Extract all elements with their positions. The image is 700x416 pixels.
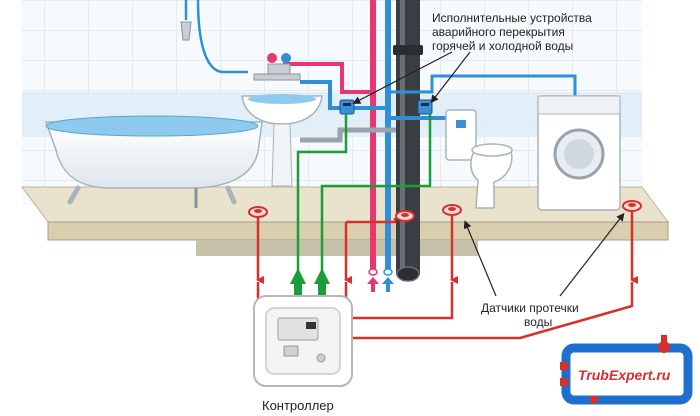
logo-text: TrubExpert.ru	[578, 367, 671, 383]
shutoff-valve-left	[339, 99, 355, 115]
floor-underside	[196, 240, 478, 256]
cold-water-riser	[385, 0, 391, 272]
sensor-callout-pointers	[463, 212, 625, 297]
hot-riser-end	[368, 268, 378, 276]
sensor-wire-3-return	[352, 282, 454, 320]
cold-pipe-to-washer	[391, 74, 577, 96]
hot-water-riser	[370, 0, 376, 272]
bathtub	[44, 115, 263, 208]
washbasin	[241, 53, 323, 187]
leak-sensor-2	[395, 210, 415, 222]
drain-branch-pipe	[300, 127, 396, 143]
drain-pipe-end	[396, 266, 420, 282]
shutoff-label-line3: горячей и холодной воды	[432, 39, 573, 53]
shutoff-label-line1: Исполнительные устройства	[432, 11, 592, 25]
cold-flow-arrow	[382, 277, 394, 292]
drain-pipe-highlight	[400, 0, 405, 275]
shower-hose	[184, 0, 248, 74]
shutoff-label-line2: аварийного перекрытия	[432, 25, 565, 39]
leak-sensor-3	[442, 204, 462, 216]
control-arrow-left	[290, 268, 306, 300]
sensors-label-line1: Датчики протечки	[481, 301, 579, 315]
washing-machine	[537, 95, 621, 211]
shutoff-callout-pointers	[352, 51, 471, 104]
drain-pipe-joint	[393, 45, 423, 55]
floor-slab	[47, 221, 669, 241]
control-wire-left	[296, 114, 348, 300]
sensors-label-line2: воды	[524, 315, 552, 329]
trubexpert-logo: TrubExpert.ru	[560, 335, 693, 405]
cold-distribution-pipe	[300, 80, 385, 110]
shutoff-valve-right	[417, 99, 433, 115]
drain-pipe	[396, 0, 420, 275]
control-arrow-right	[314, 268, 330, 300]
control-wire-right	[320, 114, 432, 300]
leak-sensor-4	[622, 200, 642, 212]
cold-riser-end	[383, 268, 393, 276]
shower-head	[180, 21, 192, 41]
valve-wheel-icon	[658, 341, 670, 353]
hot-flow-arrow	[367, 277, 379, 292]
controller-label: Контроллер	[262, 398, 334, 413]
leak-sensor-1	[248, 206, 268, 218]
toilet	[445, 109, 513, 209]
controller-device	[253, 295, 353, 387]
sensor-wire-4-return	[352, 282, 634, 340]
